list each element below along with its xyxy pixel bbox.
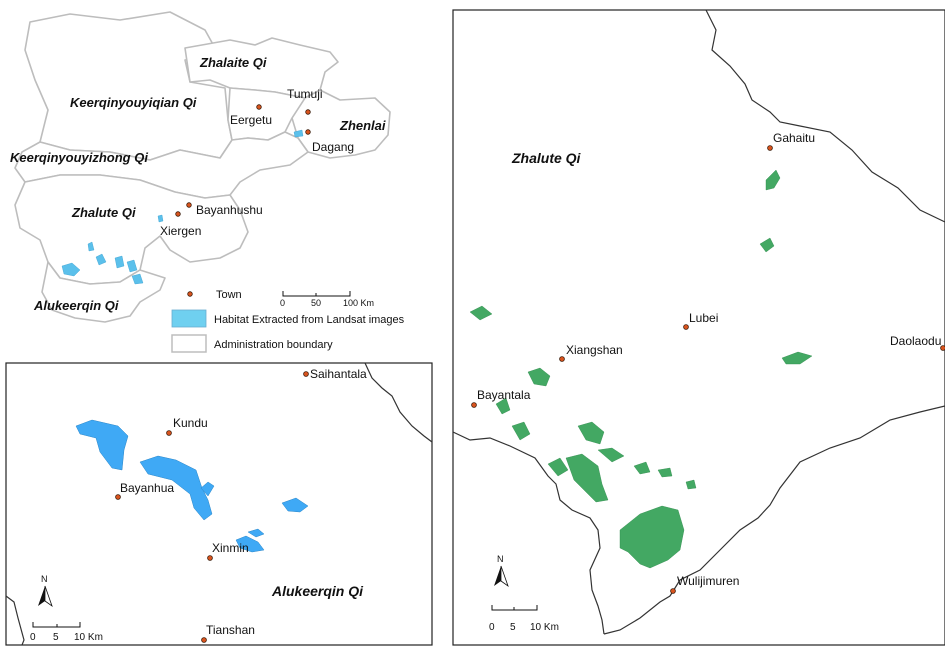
town-label-bayanhushu: Bayanhushu bbox=[196, 203, 263, 217]
svg-text:10 Km: 10 Km bbox=[530, 622, 559, 633]
town-marker-xinmin bbox=[207, 555, 213, 561]
region-label-zhalaite: Zhalaite Qi bbox=[199, 55, 267, 70]
svg-text:5: 5 bbox=[510, 622, 516, 633]
town-label-xinmin: Xinmin bbox=[212, 541, 249, 555]
svg-text:100 Km: 100 Km bbox=[343, 298, 374, 308]
town-marker-daolaodu bbox=[940, 345, 945, 351]
town-label-kundu: Kundu bbox=[173, 416, 208, 430]
boundary-keerqinyouyiqian bbox=[24, 11, 233, 161]
town-label-eergetu: Eergetu bbox=[230, 113, 272, 127]
svg-text:0: 0 bbox=[280, 298, 285, 308]
legend-town-label: Town bbox=[216, 289, 242, 301]
legend-town-symbol bbox=[187, 291, 193, 297]
town-label-dagang: Dagang bbox=[312, 140, 354, 154]
boundary-eergetu bbox=[227, 87, 306, 141]
town-label-lubei: Lubei bbox=[689, 311, 718, 325]
town-label-bayantala: Bayantala bbox=[477, 388, 531, 402]
region-label-zhalute: Zhalute Qi bbox=[71, 205, 136, 220]
left-scalebar: 0 5 10 Km bbox=[30, 622, 103, 643]
town-marker-tumuji bbox=[305, 109, 311, 115]
town-label-saihantala: Saihantala bbox=[310, 367, 367, 381]
region-label-zhalute-inset: Zhalute Qi bbox=[511, 150, 582, 166]
town-marker-kundu bbox=[166, 430, 172, 436]
town-marker-bayantala bbox=[471, 402, 477, 408]
left-habitat-patches bbox=[75, 419, 309, 553]
town-label-wulijimuren: Wulijimuren bbox=[677, 574, 739, 588]
town-marker-xiergen bbox=[175, 211, 181, 217]
town-marker-bayanhushu bbox=[186, 202, 192, 208]
right-habitat-patches bbox=[469, 169, 813, 569]
town-marker-xiangshan bbox=[559, 356, 565, 362]
inset-zhalute: Gahaitu Lubei Xiangshan Daolaodu Bayanta… bbox=[452, 9, 945, 646]
legend: Town Habitat Extracted from Landsat imag… bbox=[171, 289, 405, 353]
region-label-keerqinyouyizhong: Keerqinyouyizhong Qi bbox=[10, 150, 148, 165]
town-marker-wulijimuren bbox=[670, 588, 676, 594]
north-arrow-icon: N bbox=[494, 554, 509, 588]
right-scalebar: 0 5 10 Km bbox=[489, 605, 559, 633]
town-label-tianshan: Tianshan bbox=[206, 623, 255, 637]
town-label-tumuji: Tumuji bbox=[287, 87, 323, 101]
svg-text:50: 50 bbox=[311, 298, 321, 308]
svg-text:N: N bbox=[497, 554, 504, 564]
svg-text:0: 0 bbox=[489, 622, 495, 633]
legend-boundary-label: Administration boundary bbox=[214, 339, 333, 351]
town-label-xiangshan: Xiangshan bbox=[566, 343, 623, 357]
svg-text:N: N bbox=[41, 574, 48, 584]
legend-habitat-swatch bbox=[171, 309, 207, 328]
town-marker-gahaitu bbox=[767, 145, 773, 151]
town-label-xiergen: Xiergen bbox=[160, 224, 201, 238]
region-label-alukeerqin-inset: Alukeerqin Qi bbox=[271, 583, 364, 599]
town-marker-saihantala bbox=[303, 371, 309, 377]
town-marker-lubei bbox=[683, 324, 689, 330]
town-marker-dagang bbox=[305, 129, 311, 135]
svg-text:0: 0 bbox=[30, 632, 36, 643]
legend-habitat-label: Habitat Extracted from Landsat images bbox=[214, 314, 405, 326]
boundary-zhalute bbox=[14, 174, 249, 285]
overview-map: Zhalaite Qi Keerqinyouyiqian Qi Zhenlai … bbox=[10, 11, 391, 323]
town-marker-tianshan bbox=[201, 637, 207, 643]
overview-habitat-patches bbox=[61, 129, 304, 285]
svg-text:10 Km: 10 Km bbox=[74, 632, 103, 643]
region-label-alukeerqin: Alukeerqin Qi bbox=[33, 298, 119, 313]
town-label-bayanhua: Bayanhua bbox=[120, 481, 174, 495]
town-label-gahaitu: Gahaitu bbox=[773, 131, 815, 145]
town-marker-eergetu bbox=[256, 104, 262, 110]
town-marker-bayanhua bbox=[115, 494, 121, 500]
overview-scalebar: 0 50 100 Km bbox=[280, 291, 374, 308]
region-label-keerqinyouyiqian: Keerqinyouyiqian Qi bbox=[70, 95, 197, 110]
region-label-zhenlai: Zhenlai bbox=[339, 118, 386, 133]
north-arrow-icon: N bbox=[38, 574, 53, 608]
legend-boundary-swatch bbox=[171, 334, 207, 353]
town-label-daolaodu: Daolaodu bbox=[890, 334, 941, 348]
svg-text:5: 5 bbox=[53, 632, 59, 643]
inset-alukeerqin: Saihantala Kundu Bayanhua Xinmin Tiansha… bbox=[5, 362, 433, 646]
